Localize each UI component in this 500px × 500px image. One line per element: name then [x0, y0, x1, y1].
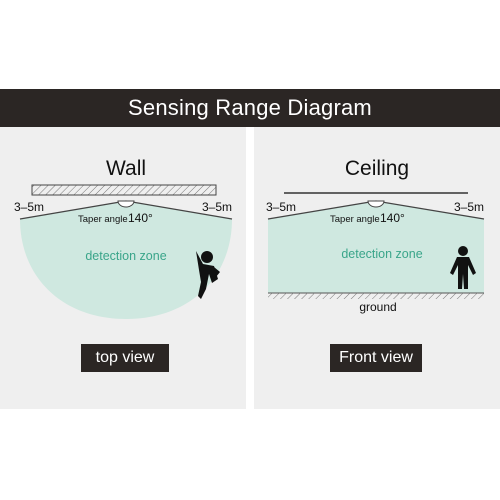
wall-left-range: 3–5m — [14, 200, 44, 214]
page-title: Sensing Range Diagram — [128, 95, 372, 120]
wall-taper-line-left — [19, 200, 127, 220]
wall-taper-line-right — [125, 200, 233, 220]
ceiling-taper-line-right — [375, 200, 485, 220]
ceiling-left-range: 3–5m — [266, 200, 296, 214]
front-view-caption: Front view — [330, 344, 422, 372]
wall-taper-value: 140° — [128, 211, 153, 225]
top-view-caption-label: top view — [95, 349, 155, 366]
top-view-caption: top view — [81, 344, 169, 372]
ground-hatch — [268, 293, 484, 299]
ceiling-right-range: 3–5m — [454, 200, 484, 214]
wall-sensor-icon — [117, 200, 135, 208]
ceiling-detection-zone — [268, 201, 484, 293]
ceiling-taper-label: Taper angle — [330, 214, 380, 225]
ceiling-title: Ceiling — [345, 157, 409, 180]
wall-bar — [31, 184, 217, 196]
header-bar: Sensing Range Diagram — [0, 89, 500, 127]
wall-diagram: Wall 3–5m 3–5m Taper angle 140° detectio… — [14, 157, 233, 319]
ceiling-zone-label: detection zone — [341, 247, 422, 261]
standing-person-icon — [450, 246, 476, 289]
ceiling-taper-value: 140° — [380, 211, 405, 225]
ceiling-panel: Ceiling 3–5m 3–5m Taper angle 140° detec… — [254, 127, 500, 409]
wall-detection-zone — [20, 201, 232, 319]
wall-taper-label: Taper angle — [78, 214, 128, 225]
ceiling-sensor-icon — [367, 200, 385, 208]
ceiling-taper-line-left — [267, 200, 377, 220]
front-view-caption-label: Front view — [339, 349, 413, 366]
wall-panel: Wall 3–5m 3–5m Taper angle 140° detectio… — [0, 127, 246, 409]
ceiling-diagram: Ceiling 3–5m 3–5m Taper angle 140° detec… — [266, 157, 485, 314]
wall-zone-label: detection zone — [85, 249, 166, 263]
wall-title: Wall — [106, 157, 146, 180]
person-icon — [196, 251, 220, 299]
ground-label: ground — [359, 300, 396, 314]
wall-right-range: 3–5m — [202, 200, 232, 214]
